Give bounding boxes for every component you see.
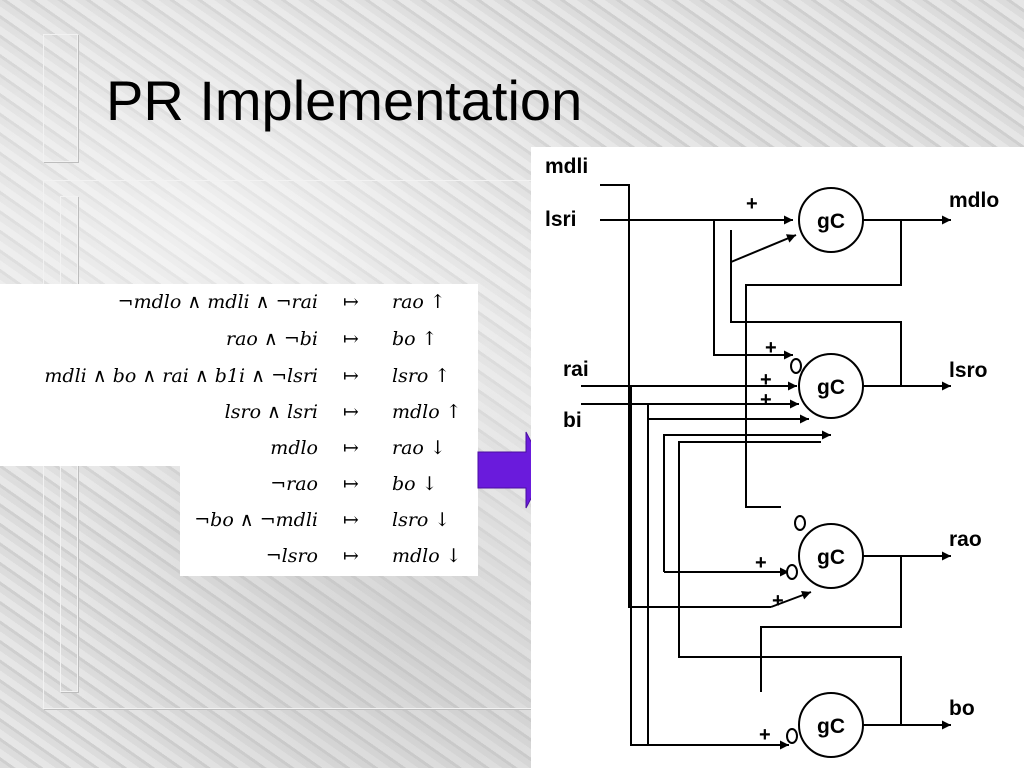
wire-rao-feedback	[760, 556, 902, 692]
wire-lsro-to-g1	[730, 234, 797, 263]
inversion-bubble	[790, 358, 802, 374]
inversion-bubble	[786, 564, 798, 580]
gc-gate-lsro: gC	[798, 353, 864, 419]
output-label-lsro: lsro	[949, 359, 988, 382]
wire-lsro-feedback	[730, 230, 902, 386]
wire-mdli	[600, 184, 771, 608]
rule-row: mdli ∧ bo ∧ rai ∧ b1i ∧ ¬lsri↦lsro ↑	[44, 365, 451, 387]
output-label-mdlo: mdlo	[949, 189, 999, 212]
wire-bo-feedback	[678, 441, 902, 725]
inversion-bubble	[794, 515, 806, 531]
rule-row: ¬mdlo ∧ mdli ∧ ¬rai↦rao ↑	[117, 291, 446, 313]
plus-label: +	[746, 193, 758, 215]
output-label-bo: bo	[949, 697, 975, 720]
output-label-rao: rao	[949, 528, 982, 551]
plus-label: +	[772, 590, 784, 612]
plus-label: +	[765, 337, 777, 359]
rule-row: mdlo↦rao ↓	[270, 437, 446, 459]
svg-text:gC: gC	[817, 376, 845, 399]
rule-row: ¬rao↦bo ↓	[270, 473, 438, 495]
gc-gate-rao: gC	[798, 523, 864, 589]
input-label-bi: bi	[563, 409, 582, 432]
gc-circuit-diagram: gC gC gC gC + + + + + + + mdli lsri rai …	[531, 147, 1024, 768]
rule-row: rao ∧ ¬bi↦bo ↑	[226, 328, 438, 350]
slide-title: PR Implementation	[106, 69, 583, 132]
plus-label: +	[755, 552, 767, 574]
gc-gate-bo: gC	[798, 692, 864, 758]
svg-text:gC: gC	[817, 715, 845, 738]
input-label-mdli: mdli	[545, 155, 588, 178]
input-label-rai: rai	[563, 358, 589, 381]
plus-label: +	[759, 724, 771, 746]
svg-text:gC: gC	[817, 546, 845, 569]
rule-row: ¬lsro↦mdlo ↓	[265, 545, 462, 567]
plus-label: +	[760, 369, 772, 391]
rule-row: ¬bo ∧ ¬mdli↦lsro ↓	[194, 509, 451, 531]
wire-rao-up	[663, 430, 831, 572]
wire-mdlo-feedback	[745, 220, 902, 508]
decor-frame-left-bar	[43, 34, 78, 162]
gc-gate-mdlo: gC	[798, 187, 864, 253]
inversion-bubble	[786, 728, 798, 744]
input-label-lsri: lsri	[545, 208, 577, 231]
wire-rai-branch	[630, 386, 789, 750]
production-rules-panel: ¬mdlo ∧ mdli ∧ ¬rai↦rao ↑ rao ∧ ¬bi↦bo ↑…	[0, 284, 478, 576]
svg-text:gC: gC	[817, 210, 845, 233]
wire-lsri-branch	[713, 220, 793, 360]
rule-row: lsro ∧ lsri↦mdlo ↑	[224, 401, 462, 423]
wire-g3-input	[770, 590, 812, 608]
plus-label: +	[760, 389, 772, 411]
